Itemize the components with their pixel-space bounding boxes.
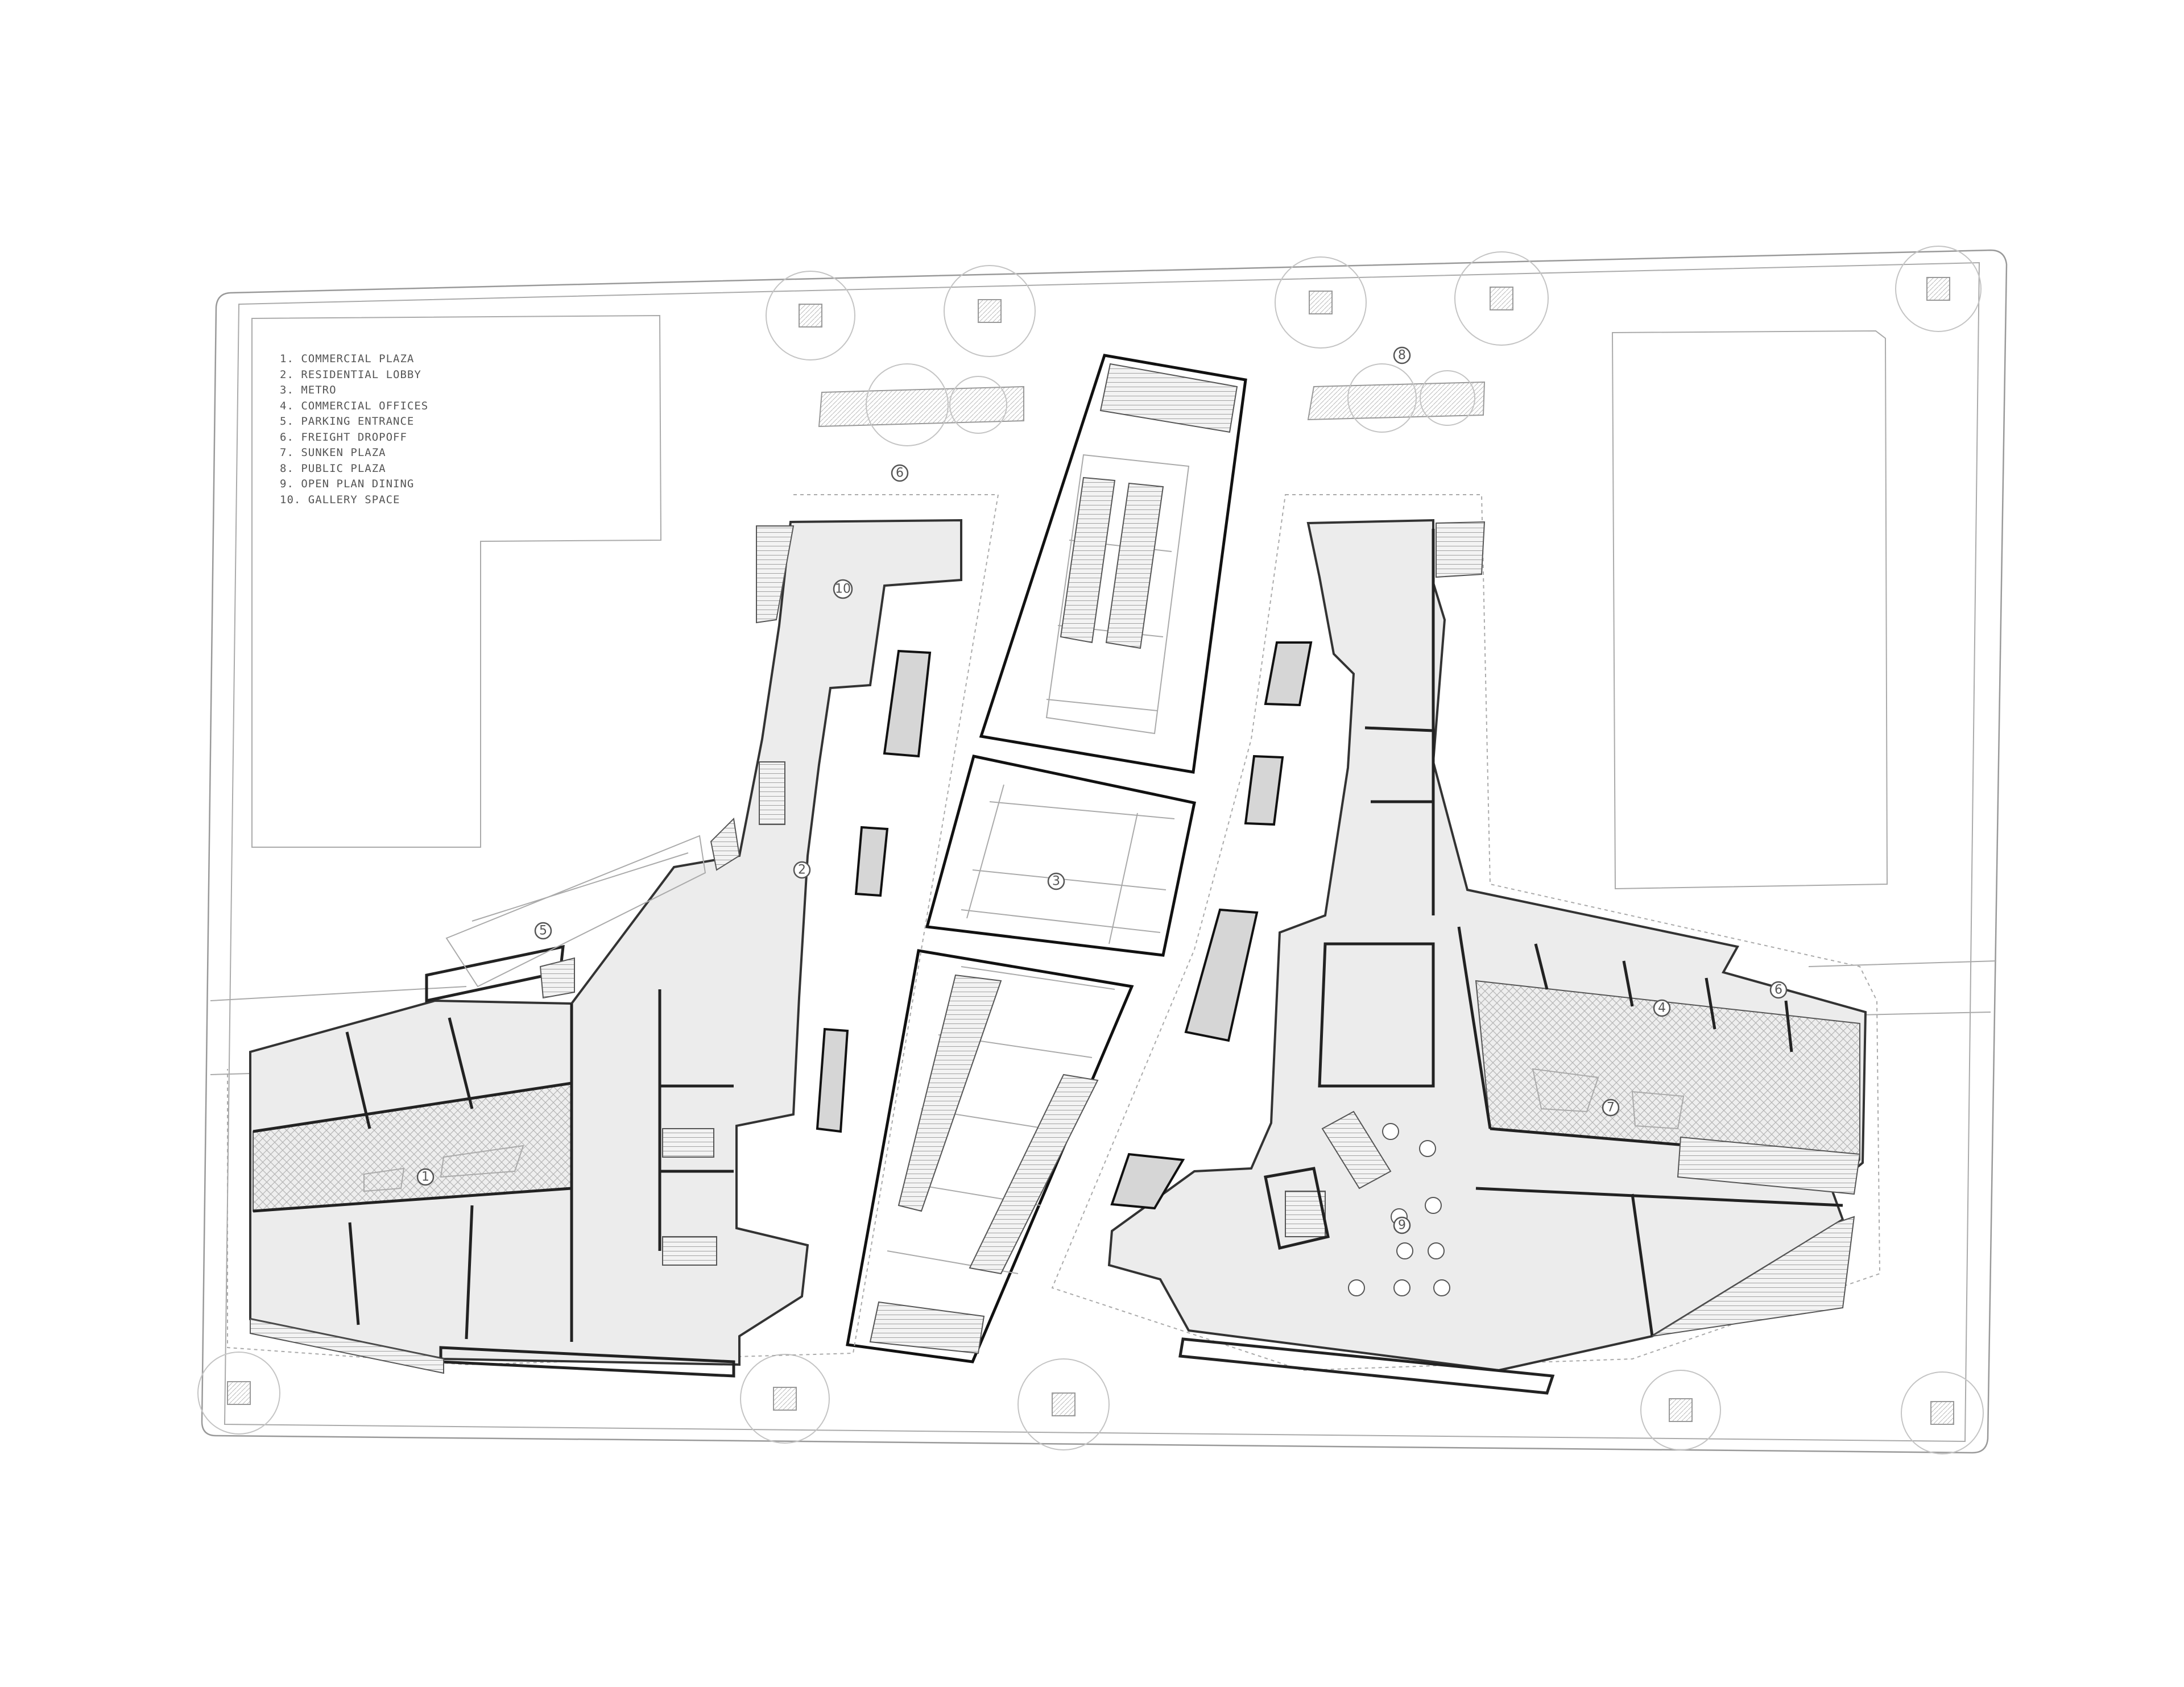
planters-north: [818, 363, 1486, 446]
plaza-planter-1: [363, 1167, 405, 1192]
sunken-plaza-feature-2: [1631, 1091, 1685, 1130]
legend-item: 4. COMMERCIAL OFFICES: [280, 399, 429, 412]
neighbor-building-left: [251, 314, 662, 848]
marker-commercial-offices: 4: [1653, 999, 1671, 1017]
marker-residential-lobby: 2: [793, 861, 811, 879]
legend-item: 3. METRO: [280, 384, 337, 396]
legend-item: 9. OPEN PLAN DINING: [280, 478, 415, 490]
svg-text:3: 3: [1052, 874, 1060, 889]
site-boundary: [201, 249, 2008, 1454]
parking-ramp: [445, 835, 706, 988]
marker-metro: 3: [1047, 872, 1065, 890]
svg-text:7: 7: [1607, 1101, 1615, 1115]
svg-text:6: 6: [1774, 983, 1782, 997]
legend-item: 1. COMMERCIAL PLAZA: [280, 353, 415, 365]
marker-parking-entrance: 5: [534, 922, 552, 940]
svg-text:9: 9: [1398, 1218, 1406, 1233]
svg-text:6: 6: [896, 466, 904, 480]
svg-text:2: 2: [798, 863, 806, 877]
svg-text:4: 4: [1658, 1001, 1666, 1015]
legend-item: 7. SUNKEN PLAZA: [280, 446, 386, 459]
svg-text:5: 5: [539, 924, 547, 938]
marker-gallery-space: 10: [833, 579, 853, 599]
legend-item: 5. PARKING ENTRANCE: [280, 415, 415, 428]
marker-open-plan-dining: 9: [1393, 1216, 1411, 1234]
marker-freight-dropoff-right: 6: [1769, 981, 1788, 999]
plaza-planter-2: [440, 1145, 524, 1178]
parking-ramp-edge: [471, 852, 689, 922]
legend-item: 2. RESIDENTIAL LOBBY: [280, 368, 421, 381]
svg-text:1: 1: [421, 1170, 429, 1184]
svg-text:8: 8: [1398, 349, 1406, 363]
legend-item: 10. GALLERY SPACE: [280, 493, 400, 506]
marker-commercial-plaza: 1: [416, 1168, 435, 1186]
plan-legend: 1. COMMERCIAL PLAZA 2. RESIDENTIAL LOBBY…: [280, 351, 428, 508]
street-trees: [197, 246, 1984, 1454]
legend-item: 6. FREIGHT DROPOFF: [280, 430, 407, 443]
marker-freight-dropoff-left: 6: [891, 464, 909, 482]
metro-structure: [846, 354, 1247, 1363]
right-building: [1051, 494, 1881, 1395]
svg-text:10: 10: [835, 582, 851, 596]
left-building: [227, 494, 999, 1378]
sunken-plaza-feature-1: [1532, 1068, 1599, 1113]
legend-item: 8. PUBLIC PLAZA: [280, 462, 386, 475]
marker-public-plaza: 8: [1393, 346, 1411, 364]
neighbor-building-right: [1611, 330, 1888, 890]
marker-sunken-plaza: 7: [1602, 1099, 1620, 1117]
